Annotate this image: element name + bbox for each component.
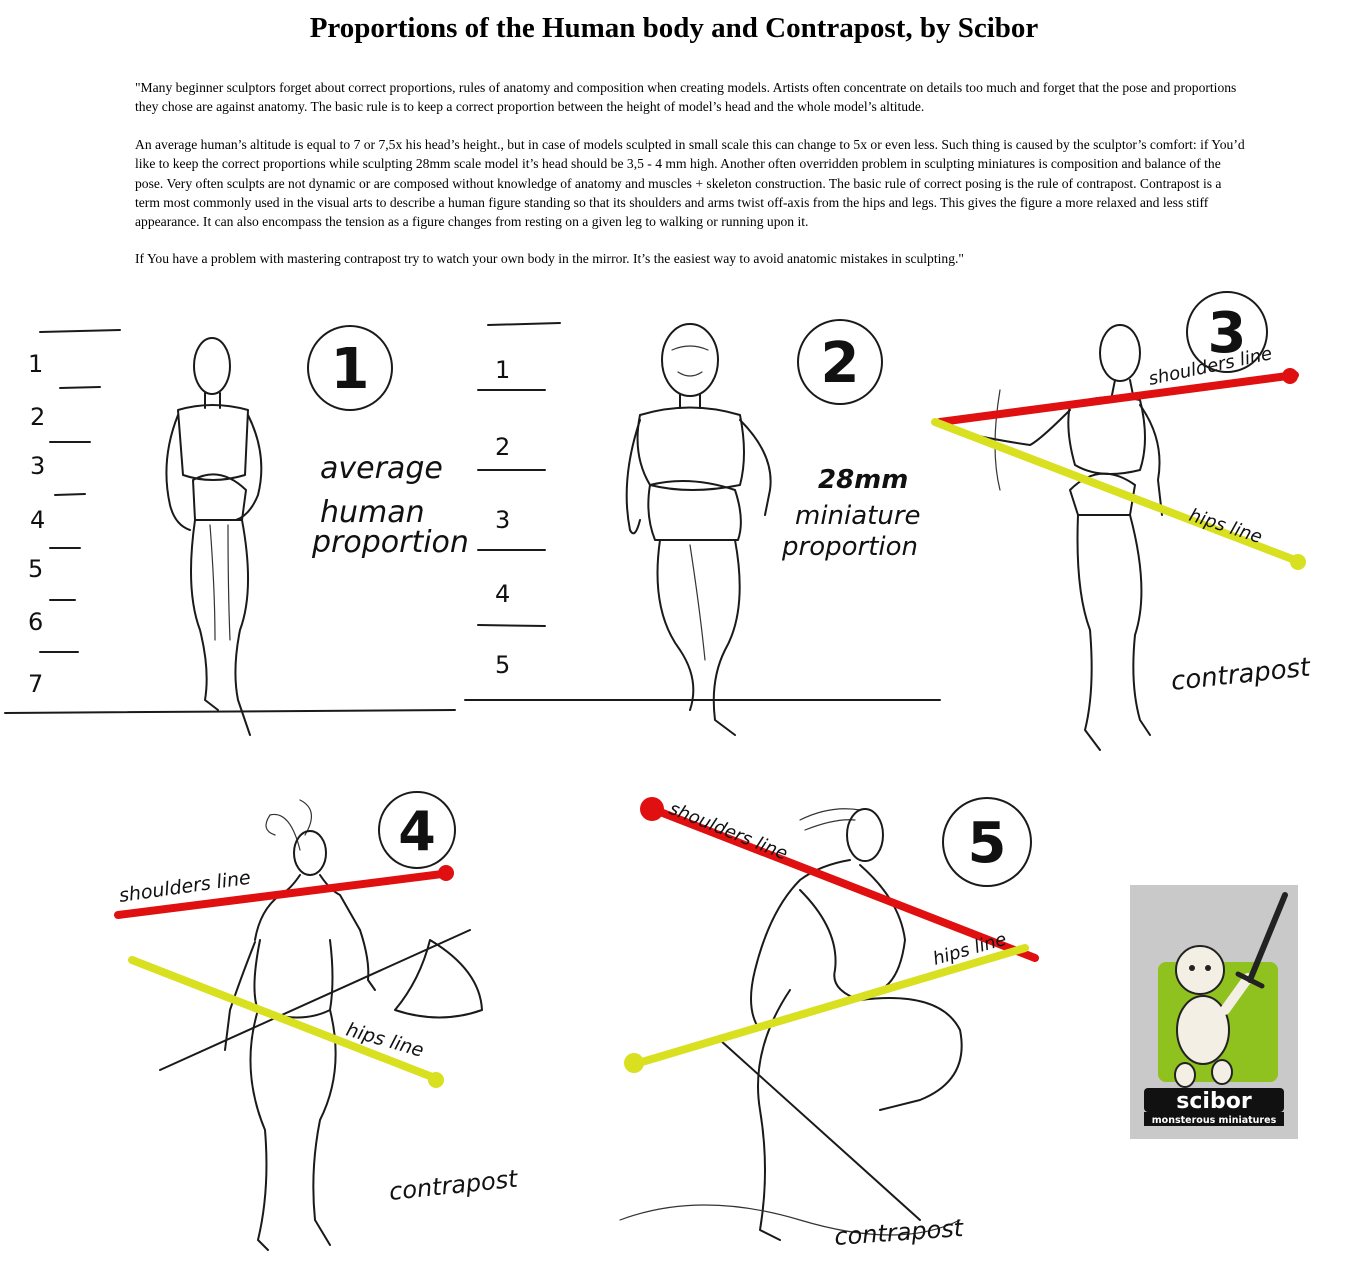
logo-name: scibor bbox=[1176, 1089, 1252, 1114]
panel-4-number-circle bbox=[378, 791, 456, 869]
panel-3-shoulders-line bbox=[936, 371, 1299, 426]
panel-4-hips-line-end bbox=[428, 1072, 444, 1088]
panel-5-shoulders-label: shoulders line bbox=[666, 798, 790, 865]
proportions-illustration: 1 2 3 4 5 6 7 1 average human proportion bbox=[4, 291, 1313, 1251]
panel-1-scale: 1 2 3 4 5 6 7 bbox=[4, 329, 456, 714]
panel-5-caption: contrapost bbox=[833, 1214, 965, 1251]
panel-4-hips-line bbox=[128, 956, 444, 1084]
panel-3-number-circle bbox=[1186, 291, 1268, 373]
page-title: Proportions of the Human body and Contra… bbox=[309, 12, 1039, 44]
panel-2-scale-3: 3 bbox=[495, 506, 510, 534]
panel-5-shoulders-line bbox=[646, 804, 1039, 962]
panel-2-number: 2 bbox=[821, 331, 860, 396]
panel-3-hips-line bbox=[931, 418, 1304, 566]
panel-1-scale-7: 7 bbox=[28, 670, 43, 698]
panel-5-hips-line bbox=[628, 944, 1029, 1069]
panel-3-hips-line-end bbox=[1290, 554, 1306, 570]
panel-3-contrapost: shoulders line hips line 3 contrapost bbox=[931, 291, 1313, 751]
panel-1-average-proportion: 1 2 3 4 5 6 7 1 average human proportion bbox=[4, 325, 469, 736]
panel-2-number-circle bbox=[797, 319, 883, 405]
panel-2-miniature-proportion: 1 2 3 4 5 2 28mm miniature proportion bbox=[464, 319, 941, 736]
proportions-paragraph: An average human’s altitude is equal to … bbox=[135, 137, 1245, 230]
panel-1-number-circle bbox=[307, 325, 393, 411]
panel-2-scale-5: 5 bbox=[495, 651, 510, 679]
panel-2-caption-line-2: miniature bbox=[795, 501, 921, 531]
panel-3-hips-label: hips line bbox=[1186, 505, 1264, 548]
panel-1-figure bbox=[165, 337, 263, 736]
panel-4-shoulders-line bbox=[114, 869, 454, 919]
sword-icon bbox=[1235, 892, 1288, 989]
panel-1-scale-1: 1 bbox=[28, 350, 43, 378]
panel-1-scale-6: 6 bbox=[28, 608, 43, 636]
panel-3-number: 3 bbox=[1208, 301, 1247, 366]
panel-5-figure bbox=[619, 808, 963, 1241]
panel-3-shoulders-line-end bbox=[1282, 368, 1298, 384]
panel-5-number-circle bbox=[942, 797, 1032, 887]
panel-4-shoulders-line-end bbox=[438, 865, 454, 881]
panel-2-scale: 1 2 3 4 5 bbox=[464, 322, 941, 701]
panel-4-number: 4 bbox=[398, 800, 436, 863]
teddy-bear-icon bbox=[1174, 945, 1253, 1088]
panel-3-caption: contrapost bbox=[1170, 652, 1313, 697]
panel-1-caption-line-3: proportion bbox=[311, 525, 469, 560]
panel-2-scale-1: 1 bbox=[495, 356, 510, 384]
mirror-tip-paragraph: If You have a problem with mastering con… bbox=[135, 251, 964, 266]
panel-2-scale-2: 2 bbox=[495, 433, 510, 461]
panel-2-caption-line-1: 28mm bbox=[818, 465, 908, 495]
panel-1-scale-4: 4 bbox=[30, 506, 45, 534]
panel-2-figure bbox=[625, 323, 772, 736]
scibor-logo: scibor monsterous miniatures bbox=[1130, 885, 1298, 1139]
logo-tagline: monsterous miniatures bbox=[1152, 1115, 1277, 1126]
panel-4-figure bbox=[159, 799, 483, 1251]
panel-1-number: 1 bbox=[331, 337, 370, 402]
panel-1-scale-3: 3 bbox=[30, 452, 45, 480]
panel-1-scale-5: 5 bbox=[28, 555, 43, 583]
panel-2-caption-line-3: proportion bbox=[781, 532, 918, 562]
panel-5-number: 5 bbox=[968, 811, 1007, 876]
intro-paragraph: "Many beginner sculptors forget about co… bbox=[135, 80, 1237, 115]
panel-5-hips-line-end bbox=[624, 1053, 644, 1073]
panel-2-scale-4: 4 bbox=[495, 580, 510, 608]
panel-1-scale-2: 2 bbox=[30, 403, 45, 431]
panel-3-figure bbox=[949, 324, 1163, 751]
panel-1-caption-line-2: human bbox=[320, 495, 425, 530]
panel-4-caption: contrapost bbox=[388, 1164, 521, 1205]
panel-5-shoulders-line-end bbox=[640, 797, 664, 821]
panel-4-contrapost: shoulders line hips line 4 contrapost bbox=[114, 791, 521, 1251]
panel-1-caption-line-1: average bbox=[320, 451, 443, 486]
panel-5-contrapost: shoulders line hips line 5 contrapost bbox=[619, 797, 1039, 1251]
